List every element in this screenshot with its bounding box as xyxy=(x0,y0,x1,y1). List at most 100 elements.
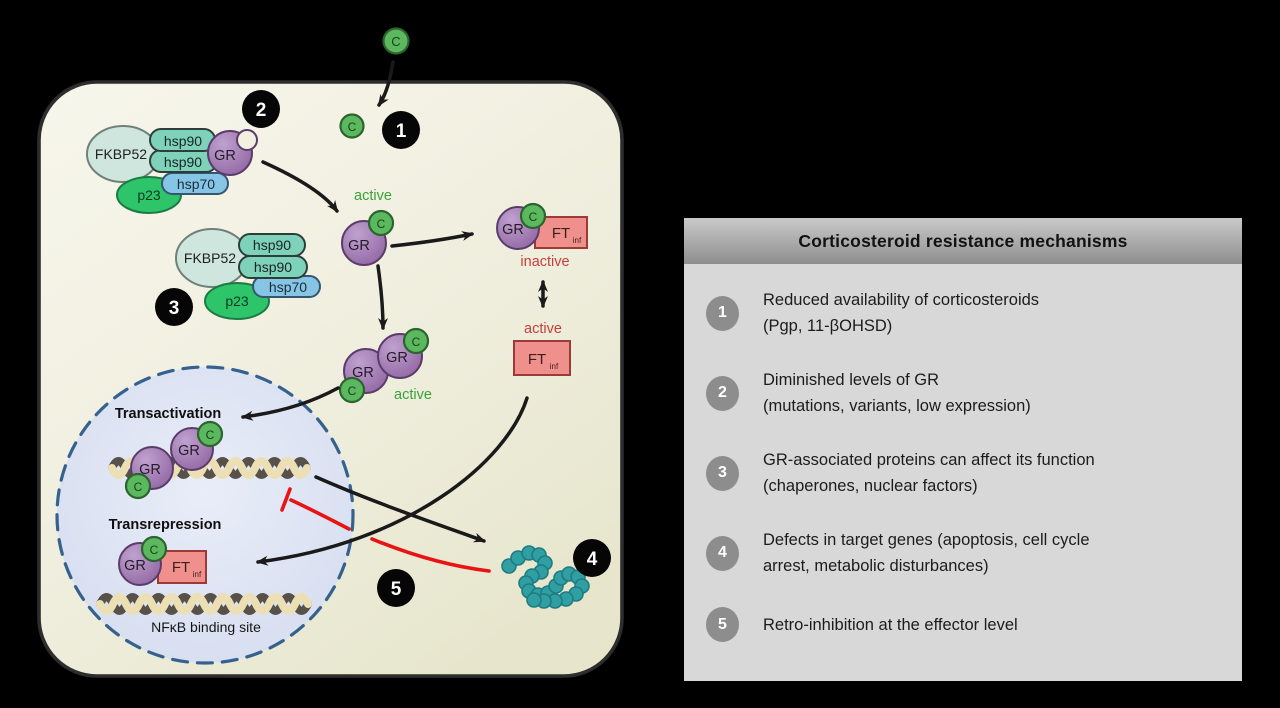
legend-line: Reduced availability of corticosteroids xyxy=(763,291,1040,309)
legend-panel: Corticosteroid resistance mechanisms 1 R… xyxy=(684,218,1242,681)
svg-text:C: C xyxy=(529,210,538,224)
legend-line: GR-associated proteins can affect its fu… xyxy=(763,451,1095,469)
legend-item-text: Diminished levels of GR (mutations, vari… xyxy=(763,367,1031,419)
ligand-extracellular: C xyxy=(382,27,410,55)
legend-item-text: Reduced availability of corticosteroids … xyxy=(763,287,1039,339)
nfkb-site-label: NFκB binding site xyxy=(151,619,261,635)
legend-line: (chaperones, nuclear factors) xyxy=(763,477,978,495)
legend-line: (Pgp, 11-βOHSD) xyxy=(763,317,893,335)
legend-item-number: 2 xyxy=(706,375,739,411)
svg-text:hsp70: hsp70 xyxy=(177,176,215,192)
legend-item-number: 1 xyxy=(706,295,739,331)
pathway-diagram: C C 1 2 3 FKBP52 p23 xyxy=(37,27,624,678)
svg-text:hsp90: hsp90 xyxy=(253,237,291,253)
svg-text:C: C xyxy=(348,384,357,398)
svg-text:C: C xyxy=(134,480,143,494)
ligand-cytoplasm: C xyxy=(339,113,365,139)
legend-line: arrest, metabolic disturbances) xyxy=(763,557,989,575)
svg-text:FT: FT xyxy=(172,559,190,576)
svg-text:p23: p23 xyxy=(137,187,161,203)
legend-item-text: Retro-inhibition at the effector level xyxy=(763,612,1018,638)
svg-text:FKBP52: FKBP52 xyxy=(184,250,236,266)
ft-free-active: active FT inf xyxy=(513,321,571,376)
legend-item-number: 4 xyxy=(706,535,739,571)
gr-ligand-complex-active: active C GR xyxy=(341,188,395,266)
svg-text:GR: GR xyxy=(386,350,408,366)
legend-line: (mutations, variants, low expression) xyxy=(763,397,1031,415)
svg-text:1: 1 xyxy=(396,121,407,142)
legend-line: Diminished levels of GR xyxy=(763,371,940,389)
arrow-gr-ft-binding xyxy=(390,231,474,248)
arrow-ligand-entry xyxy=(377,60,395,107)
arrow-nuclear-import xyxy=(241,386,340,421)
svg-text:GR: GR xyxy=(352,365,374,381)
legend-item-number: 5 xyxy=(706,607,739,642)
svg-text:C: C xyxy=(412,335,421,349)
svg-text:inf: inf xyxy=(573,236,582,245)
legend-item-3: 3 GR-associated proteins can affect its … xyxy=(706,447,1216,499)
legend-item-2: 2 Diminished levels of GR (mutations, va… xyxy=(706,367,1216,419)
gr-ft-complex-nuclear: C GR FT inf xyxy=(118,535,207,586)
legend-item-text: Defects in target genes (apoptosis, cell… xyxy=(763,527,1090,579)
svg-text:GR: GR xyxy=(214,148,236,164)
effector-protein-cluster xyxy=(501,545,590,609)
legend-item-5: 5 Retro-inhibition at the effector level xyxy=(706,607,1216,642)
arrow-gr-activation xyxy=(261,160,339,213)
gr-dimer-on-dna: C C GR GR xyxy=(124,420,224,500)
step-badge-4: 4 xyxy=(573,539,611,577)
svg-text:C: C xyxy=(391,34,400,49)
svg-text:p23: p23 xyxy=(225,293,249,309)
legend-item-text: GR-associated proteins can affect its fu… xyxy=(763,447,1095,499)
gr-ft-complex-inactive: C GR FT inf inactive xyxy=(496,202,588,270)
svg-text:4: 4 xyxy=(587,549,598,570)
svg-text:3: 3 xyxy=(169,298,180,319)
svg-text:GR: GR xyxy=(124,558,146,574)
svg-text:hsp70: hsp70 xyxy=(269,279,307,295)
svg-text:GR: GR xyxy=(139,462,161,478)
svg-text:inf: inf xyxy=(193,570,202,579)
svg-text:GR: GR xyxy=(178,443,200,459)
svg-text:5: 5 xyxy=(391,579,402,600)
legend-item-4: 4 Defects in target genes (apoptosis, ce… xyxy=(706,527,1216,579)
legend-title: Corticosteroid resistance mechanisms xyxy=(798,230,1128,251)
dna-helix-nfkb xyxy=(96,593,312,615)
chaperone-complex-free: FKBP52 p23 hsp70 hsp90 hsp90 xyxy=(175,228,321,320)
gr-dimer-active: C C GR GR active xyxy=(338,327,432,404)
svg-text:hsp90: hsp90 xyxy=(254,259,292,275)
step-badge-5: 5 xyxy=(377,569,415,607)
step-badge-3: 3 xyxy=(155,288,193,326)
svg-text:FT: FT xyxy=(528,351,546,368)
svg-text:C: C xyxy=(377,217,386,231)
arrow-ft-to-nucleus xyxy=(256,396,529,566)
svg-text:FT: FT xyxy=(552,225,570,242)
arrow-gr-dimerization xyxy=(376,264,388,330)
chaperone-complex-with-gr: FKBP52 p23 hsp70 hsp90 hsp90 GR xyxy=(86,125,258,214)
svg-text:GR: GR xyxy=(502,222,524,238)
svg-text:C: C xyxy=(348,120,357,134)
legend-item-number: 3 xyxy=(706,455,739,491)
transrepression-label: Transrepression xyxy=(109,517,222,533)
svg-text:active: active xyxy=(394,387,432,403)
svg-text:hsp90: hsp90 xyxy=(164,154,202,170)
step-badge-1: 1 xyxy=(382,111,420,149)
svg-text:FKBP52: FKBP52 xyxy=(95,146,147,162)
legend-header: Corticosteroid resistance mechanisms xyxy=(684,218,1242,264)
legend-item-1: 1 Reduced availability of corticosteroid… xyxy=(706,287,1216,339)
svg-text:active: active xyxy=(354,188,392,204)
svg-text:C: C xyxy=(150,543,159,557)
transactivation-label: Transactivation xyxy=(115,406,221,422)
svg-text:inf: inf xyxy=(550,362,559,371)
svg-text:hsp90: hsp90 xyxy=(164,133,202,149)
arrow-gene-to-effector xyxy=(314,475,486,543)
nucleus xyxy=(55,365,355,665)
legend-line: Retro-inhibition at the effector level xyxy=(763,615,1018,634)
legend-line: Defects in target genes (apoptosis, cell… xyxy=(763,531,1090,549)
svg-text:inactive: inactive xyxy=(520,254,569,270)
svg-text:C: C xyxy=(206,428,215,442)
retro-inhibition-line xyxy=(280,487,491,573)
svg-text:GR: GR xyxy=(348,238,370,254)
gr-ligand-pocket xyxy=(236,129,258,151)
svg-text:active: active xyxy=(524,321,562,337)
svg-text:2: 2 xyxy=(256,100,267,121)
